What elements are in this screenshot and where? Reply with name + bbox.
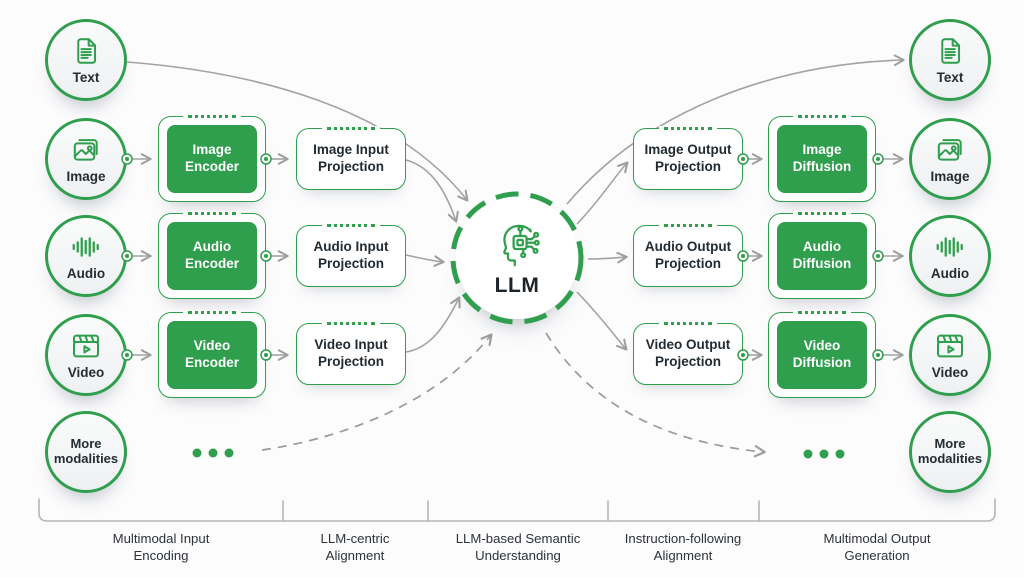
image-output-projection-box: Image Output Projection [633, 128, 743, 190]
video-diffusion-label: Video Diffusion [777, 321, 867, 389]
image-input-projection-box: Image Input Projection [296, 128, 406, 190]
modality-circle-audio-left: Audio [45, 215, 127, 297]
image-icon [73, 138, 98, 161]
audio-diffusion-label: Audio Diffusion [777, 222, 867, 290]
ellipsis-dots-left [192, 448, 234, 458]
llm-label: LLM [494, 274, 540, 297]
stage-bracket [38, 498, 996, 522]
audio-diffusion-box: Audio Diffusion [768, 213, 876, 299]
image-diffusion-box: Image Diffusion [768, 116, 876, 202]
audio-output-projection-box: Audio Output Projection [633, 225, 743, 287]
modality-circle-audio-right: Audio [909, 215, 991, 297]
stage-label-llm-based-semantic-understanding: LLM-based Semantic Understanding [455, 531, 581, 564]
video-encoder-box: Video Encoder [158, 312, 266, 398]
image-encoder-box: Image Encoder [158, 116, 266, 202]
dashed-curves [261, 332, 766, 458]
audio-encoder-label: Audio Encoder [167, 222, 257, 290]
video-clapper-icon [73, 334, 99, 358]
stage-label-multimodal-output-generation: Multimodal Output Generation [823, 531, 931, 564]
modality-label: Audio [930, 265, 970, 281]
ellipsis-dots-right [803, 449, 845, 459]
row-arrows [131, 153, 904, 361]
audio-encoder-box: Audio Encoder [158, 213, 266, 299]
modality-label: Image [66, 168, 106, 184]
image-diffusion-label: Image Diffusion [777, 125, 867, 193]
stage-label-instruction-following-alignment: Instruction-following Alignment [624, 531, 742, 564]
video-diffusion-box: Video Diffusion [768, 312, 876, 398]
modality-label: Audio [66, 265, 106, 281]
audio-waveform-icon [72, 236, 99, 257]
modality-circle-video-left: Video [45, 314, 127, 396]
modality-circle-more-right: More modalities [909, 411, 991, 493]
audio-input-projection-box: Audio Input Projection [296, 225, 406, 287]
modality-label: More modalities [917, 436, 983, 466]
ai-head-circuit-icon [503, 224, 540, 267]
audio-waveform-icon [936, 236, 963, 257]
modality-circle-more-left: More modalities [45, 411, 127, 493]
modality-label: Video [67, 364, 105, 380]
llm-node: LLM [450, 191, 584, 325]
stage-label-llm-centric-alignment: LLM-centric Alignment [320, 531, 390, 564]
llm-curves [126, 54, 905, 353]
modality-circle-video-right: Video [909, 314, 991, 396]
modality-label: More modalities [53, 436, 119, 466]
modality-circle-image-left: Image [45, 118, 127, 200]
modality-circle-image-right: Image [909, 118, 991, 200]
modality-label: Video [931, 364, 969, 380]
modality-circle-text-left: Text [45, 19, 127, 101]
modality-label: Text [936, 69, 964, 85]
video-encoder-label: Video Encoder [167, 321, 257, 389]
text-document-icon [941, 38, 961, 64]
stage-label-multimodal-input-encoding: Multimodal Input Encoding [112, 531, 210, 564]
image-encoder-label: Image Encoder [167, 125, 257, 193]
video-output-projection-box: Video Output Projection [633, 323, 743, 385]
modality-label: Text [72, 69, 100, 85]
video-clapper-icon [937, 334, 963, 358]
image-icon [937, 138, 962, 161]
modality-label: Image [930, 168, 970, 184]
modality-circle-text-right: Text [909, 19, 991, 101]
llm-dashed-ring [450, 191, 584, 325]
text-document-icon [77, 38, 97, 64]
video-input-projection-box: Video Input Projection [296, 323, 406, 385]
